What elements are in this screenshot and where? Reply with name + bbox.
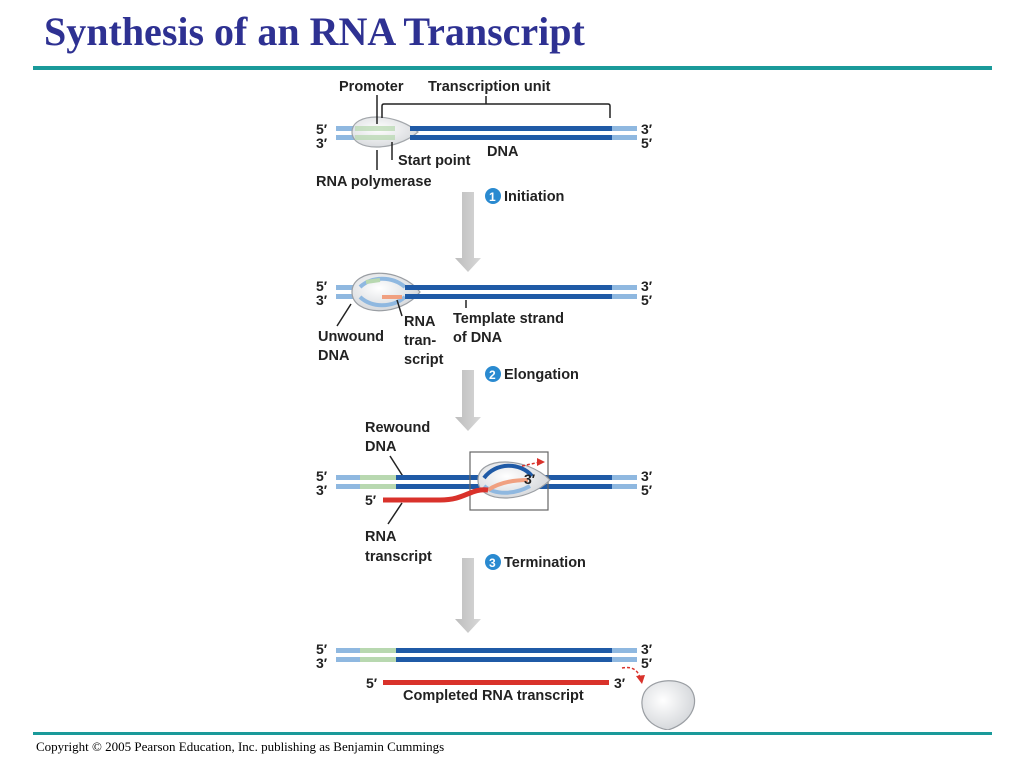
down-arrow-2 xyxy=(455,370,481,431)
end-label-5-completed: 5′ xyxy=(366,675,378,691)
step-elongation: 2 Elongation xyxy=(485,366,579,383)
rna-transcript-label-1: RNA xyxy=(404,314,436,330)
rna-transcript-label-3: script xyxy=(404,352,444,368)
end-label-5-rna: 5′ xyxy=(365,492,377,508)
end-label-5-s3-right: 5′ xyxy=(641,482,653,498)
copyright-footer: Copyright © 2005 Pearson Education, Inc.… xyxy=(36,739,445,754)
end-label-5-bottom-right: 5′ xyxy=(641,135,653,151)
end-label-3-top-right: 3′ xyxy=(641,121,653,137)
completed-rna-strand xyxy=(383,680,609,685)
end-label-3-s2: 3′ xyxy=(316,292,328,308)
end-label-3-s4: 3′ xyxy=(316,655,328,671)
end-label-5-s4: 5′ xyxy=(316,641,328,657)
rna-polymerase-shape xyxy=(351,116,419,148)
step-1-number: 1 xyxy=(489,190,496,204)
page-title: Synthesis of an RNA Transcript xyxy=(44,9,585,54)
end-label-3-bottom: 3′ xyxy=(316,135,328,151)
down-arrow-3 xyxy=(455,558,481,633)
end-label-5-s4-right: 5′ xyxy=(641,655,653,671)
template-strand-label-1: Template strand xyxy=(453,311,564,327)
end-label-5-s2-right: 5′ xyxy=(641,292,653,308)
rewound-dna-label-1: Rewound xyxy=(365,420,430,436)
step-termination: 3 Termination xyxy=(485,554,586,571)
end-label-3-completed: 3′ xyxy=(614,675,626,691)
stage-4-termination: 5′ 3′ 3′ 5′ 5′ 3′ Completed RNA transcri… xyxy=(316,641,696,730)
template-strand-label-2: of DNA xyxy=(453,330,503,346)
step-3-label: Termination xyxy=(504,555,586,571)
end-label-5-s3: 5′ xyxy=(316,468,328,484)
stage-1-initiation-dna: 5′ 3′ 3′ 5′ Promoter Transcription unit … xyxy=(316,79,653,190)
end-label-3-s3-right: 3′ xyxy=(641,468,653,484)
rna-transcript-label-2: tran- xyxy=(404,333,436,349)
step-3-number: 3 xyxy=(489,556,496,570)
step-1-label: Initiation xyxy=(504,189,564,205)
bottom-divider xyxy=(33,732,992,735)
rna-transcript-strand xyxy=(383,487,489,503)
rewound-dna-label-2: DNA xyxy=(365,439,397,455)
unwound-dna-label-2: DNA xyxy=(318,348,350,364)
stage-2-elongation-start: 5′ 3′ 3′ 5′ Unwound DNA RNA tran- script… xyxy=(316,272,653,368)
end-label-3-s4-right: 3′ xyxy=(641,641,653,657)
end-label-3-s2-right: 3′ xyxy=(641,278,653,294)
end-label-3-rna-growing: 3′ xyxy=(524,471,536,487)
start-point-label: Start point xyxy=(398,153,471,169)
rna-polymerase-label: RNA polymerase xyxy=(316,174,432,190)
end-label-5-top: 5′ xyxy=(316,121,328,137)
rna-transcript-label-s3-2: transcript xyxy=(365,549,432,565)
released-polymerase-shape xyxy=(641,680,696,730)
rna-transcript-label-s3-1: RNA xyxy=(365,529,397,545)
step-2-number: 2 xyxy=(489,368,496,382)
down-arrow-1 xyxy=(455,192,481,272)
completed-rna-label: Completed RNA transcript xyxy=(403,688,584,704)
step-initiation: 1 Initiation xyxy=(485,188,564,205)
step-2-label: Elongation xyxy=(504,367,579,383)
top-divider xyxy=(33,66,992,70)
transcription-diagram: 5′ 3′ 3′ 5′ Promoter Transcription unit … xyxy=(316,79,696,730)
promoter-label: Promoter xyxy=(339,79,404,95)
dna-label: DNA xyxy=(487,144,519,160)
transcription-unit-label: Transcription unit xyxy=(428,79,551,95)
end-label-5-s2: 5′ xyxy=(316,278,328,294)
end-label-3-s3: 3′ xyxy=(316,482,328,498)
stage-3-elongation: Rewound DNA 5′ 3′ 3′ 5′ 3′ 5′ RNA transc… xyxy=(316,420,653,565)
unwound-dna-label-1: Unwound xyxy=(318,329,384,345)
